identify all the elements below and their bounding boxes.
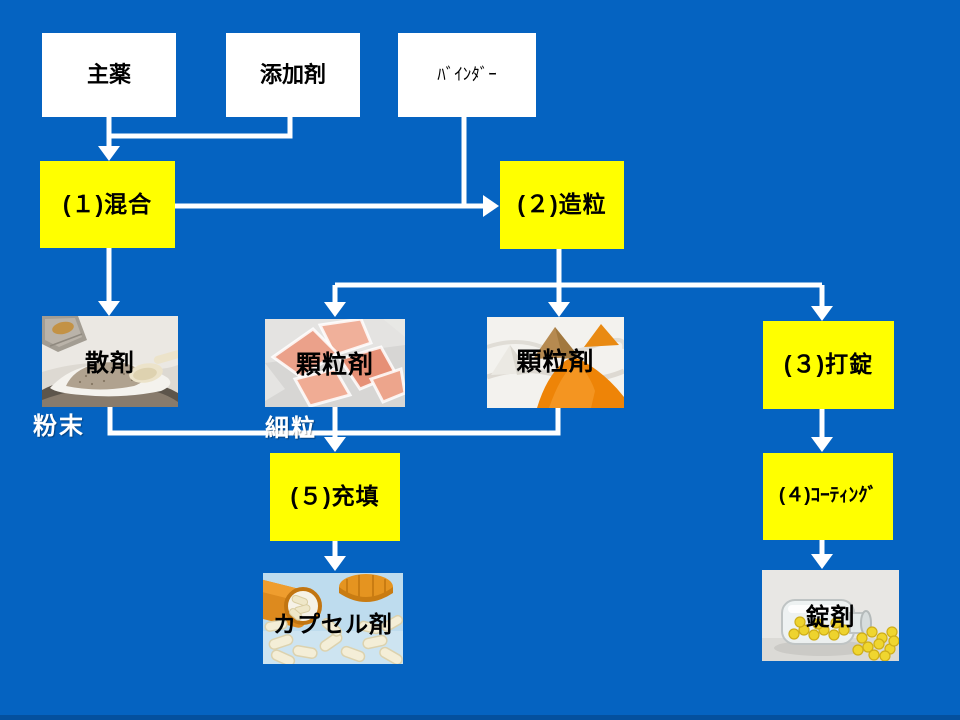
main-drug-label: 主薬: [86, 61, 131, 87]
granule-packet: [292, 367, 353, 407]
granule-packet: [270, 327, 340, 379]
bottle-cap: [339, 574, 393, 602]
process-box-tableting: (３)打錠: [763, 321, 894, 409]
powder-photo-label: 散剤: [85, 350, 135, 377]
tablets-spilled: [852, 626, 899, 661]
annotation-funmatsu: 粉末: [33, 413, 85, 440]
filling-label: (５)充填: [290, 483, 380, 510]
process-box-coating: (４)ｺｰﾃｨﾝｸﾞ: [763, 453, 893, 540]
capsule-photo-art: [263, 573, 403, 664]
arrowhead-into-granule-fine: [324, 302, 346, 317]
connector-collect-bar: [107, 407, 561, 436]
process-box-filling: (５)充填: [270, 453, 400, 541]
process-box-mixing: (１)混合: [40, 161, 175, 248]
arrowhead-into-capsule: [324, 556, 346, 571]
arrowhead-into-tablet: [811, 554, 833, 569]
granule-packet: [368, 367, 405, 404]
connector-additive-join: [109, 117, 293, 139]
granule-fine-photo-art: [265, 319, 405, 407]
mixing-label: (１)混合: [62, 190, 153, 217]
arrowhead-into-filling: [324, 437, 346, 452]
input-box-additive: 添加剤: [226, 33, 360, 117]
process-box-granulation: (２)造粒: [500, 161, 624, 249]
tableting-label: (３)打錠: [783, 351, 874, 378]
granule-coarse-photo-art: [487, 317, 624, 408]
input-box-main-drug: 主薬: [42, 33, 176, 117]
small-orange-pile: [584, 324, 619, 347]
arrowhead-into-mixing: [98, 146, 120, 161]
powder-pile: [66, 362, 144, 390]
tablet-photo-label: 錠剤: [805, 604, 856, 631]
granule-fine-photo-label: 顆粒剤: [295, 351, 374, 379]
arrowhead-into-powder: [98, 301, 120, 316]
slide-bottom-edge: [0, 715, 960, 720]
photo-granule-coarse: 顆粒剤: [487, 317, 624, 408]
annotation-sairyu: 細粒: [265, 415, 317, 442]
binder-label: ﾊﾞｲﾝﾀﾞｰ: [437, 64, 497, 84]
spoon-handle: [153, 349, 178, 364]
coating-label: (４)ｺｰﾃｨﾝｸﾞ: [778, 485, 878, 507]
scattered-capsules: [264, 614, 403, 664]
photo-granule-fine: 顆粒剤: [265, 319, 405, 407]
pill-bottle: [263, 579, 322, 628]
tablet-photo-art: [762, 570, 899, 661]
arrowhead-into-coating: [811, 437, 833, 452]
granulation-label: (２)造粒: [517, 191, 607, 218]
input-box-binder: ﾊﾞｲﾝﾀﾞｰ: [398, 33, 536, 117]
capsule-photo-label: カプセル剤: [273, 611, 393, 637]
arrowhead-into-granulation: [483, 195, 499, 217]
arrowhead-into-tableting: [811, 306, 833, 321]
photo-tablet: 錠剤: [762, 570, 899, 661]
granule-coarse-photo-label: 顆粒剤: [516, 348, 595, 376]
photo-capsule: カプセル剤: [263, 573, 403, 664]
additive-label: 添加剤: [259, 61, 326, 87]
arrowhead-into-granule-coarse: [548, 302, 570, 317]
photo-powder: 散剤: [42, 316, 178, 407]
powder-photo-art: [42, 316, 178, 407]
tablets-inside: [788, 616, 850, 641]
